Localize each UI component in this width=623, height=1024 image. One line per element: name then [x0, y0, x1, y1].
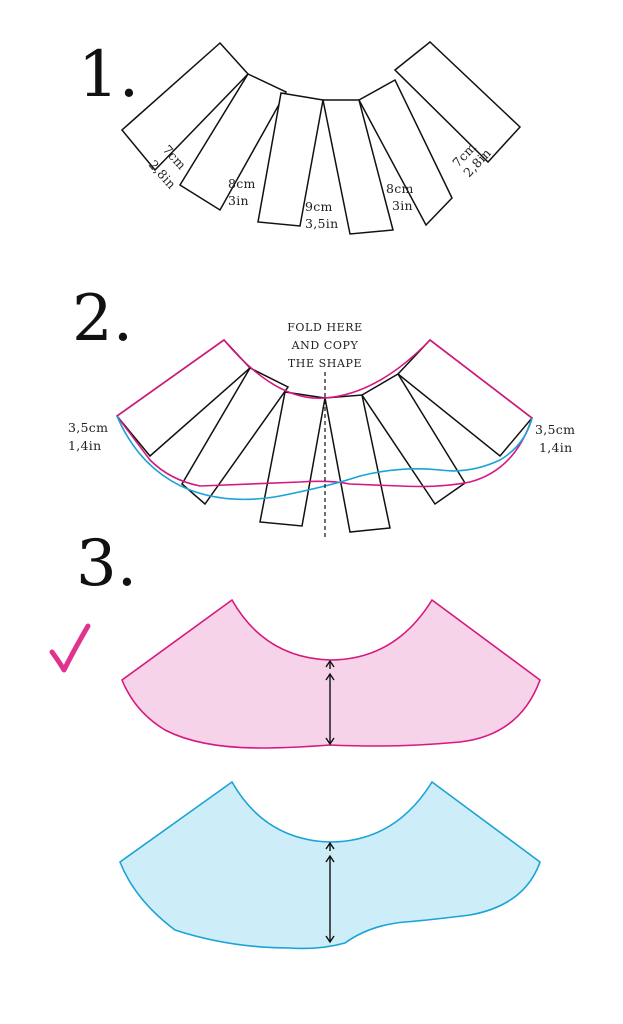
- step-number-1: 1.: [78, 38, 139, 112]
- left-edge-in: 1,4in: [68, 438, 101, 453]
- step2-strip-3: [259, 391, 326, 527]
- fold-note-line1: FOLD HERE: [287, 321, 363, 334]
- step1-strip-right: [357, 78, 453, 227]
- step1-label-right: 8cm 3in: [386, 181, 414, 213]
- right-edge-in: 1,4in: [539, 440, 572, 455]
- step1-label-left: 8cm 3in: [228, 176, 256, 208]
- step2-strip-2: [181, 367, 290, 506]
- blue-collar-measure: [325, 841, 335, 944]
- step1-label-center-cm: 9cm: [305, 199, 333, 214]
- right-edge-cm: 3,5cm: [535, 422, 575, 437]
- step1-strip-far-left: [120, 41, 250, 172]
- checkmark-icon: [49, 623, 91, 673]
- step1-strip-left: [178, 73, 288, 212]
- step-number-2: 2.: [72, 282, 133, 356]
- pink-collar-measure: [325, 659, 335, 746]
- step1-strip-center: [322, 99, 394, 235]
- step1-label-left-cm: 8cm: [228, 176, 256, 191]
- step1-strip-center-left: [257, 92, 324, 227]
- pink-collar-shape: [121, 598, 541, 749]
- step1-label-center: 9cm 3,5in: [305, 199, 338, 231]
- step1-strip-fan: [120, 41, 522, 235]
- step2-strip-fan: [115, 338, 534, 533]
- step2-pink-outline: [115, 338, 533, 488]
- step2-strip-4: [324, 394, 391, 533]
- step1-label-left-in: 3in: [228, 193, 249, 208]
- step2-blue-outline: [116, 415, 533, 501]
- left-edge-cm: 3,5cm: [68, 420, 108, 435]
- step1-label-center-in: 3,5in: [305, 216, 338, 231]
- step1-label-right-in: 3in: [392, 198, 413, 213]
- step2-fold-note: FOLD HERE AND COPY THE SHAPE: [287, 321, 363, 370]
- step2-left-edge-label: 3,5cm 1,4in: [68, 420, 108, 453]
- step1-label-right-cm: 8cm: [386, 181, 414, 196]
- step2-right-edge-label: 3,5cm 1,4in: [535, 422, 575, 455]
- step-number-3: 3.: [76, 527, 137, 601]
- fold-note-line2: AND COPY: [291, 339, 359, 352]
- fold-note-line3: THE SHAPE: [288, 357, 362, 370]
- step1-strip-far-right: [393, 41, 522, 164]
